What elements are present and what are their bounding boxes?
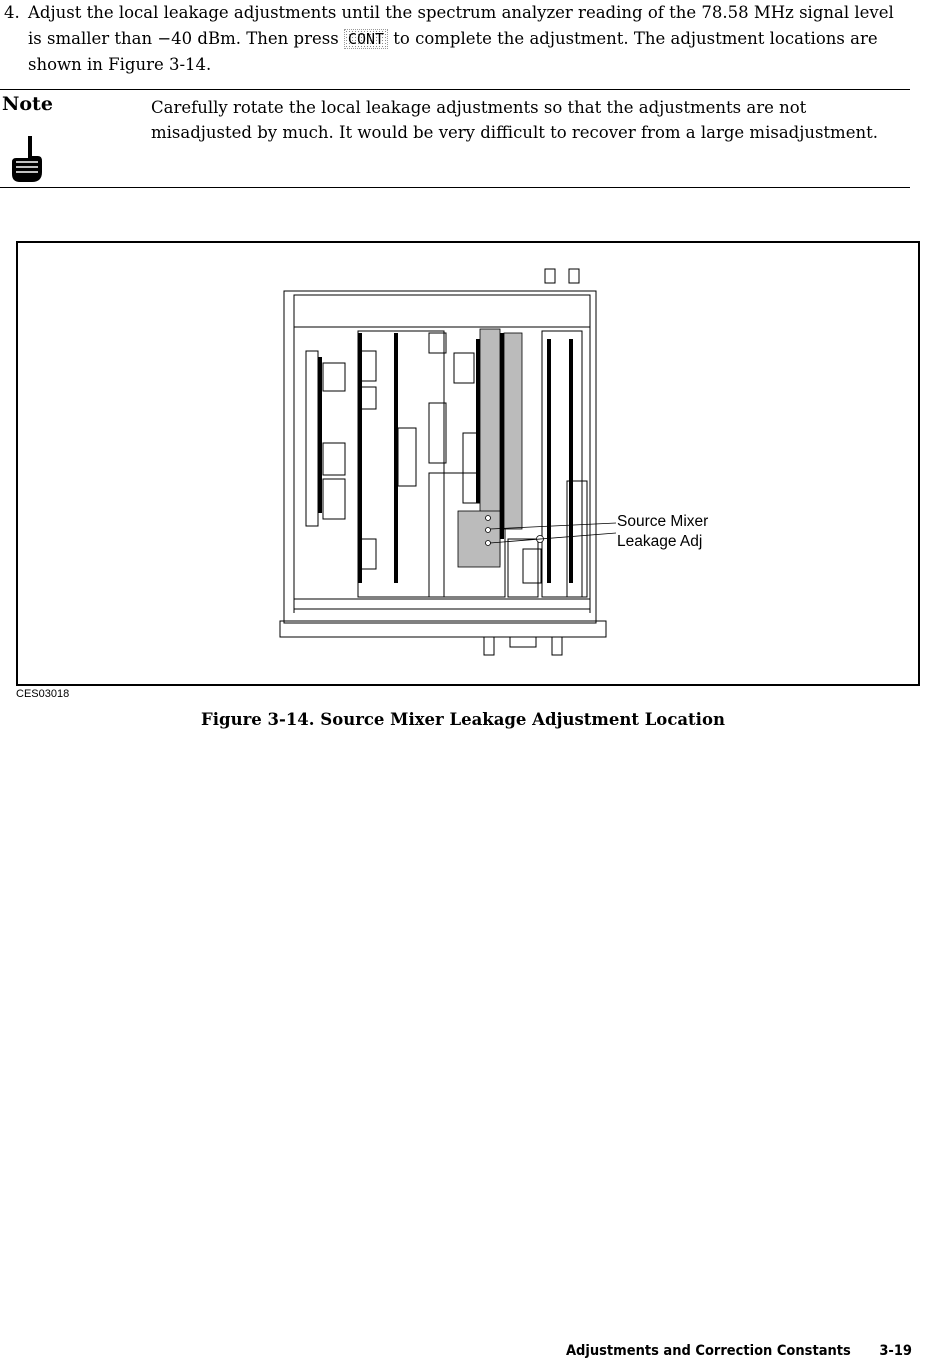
step-number: 4. <box>4 3 20 22</box>
note-top-rule <box>0 89 910 90</box>
drawing-id: CES03018 <box>16 688 70 700</box>
step-text-before: Adjust the local leakage adjustments unt… <box>28 3 894 48</box>
callout-line-1: Source Mixer <box>617 513 709 530</box>
page-footer: Adjustments and Correction Constants 3-1… <box>566 1343 912 1359</box>
pointing-hand-icon <box>12 136 42 182</box>
note-label: Note <box>2 93 53 115</box>
step-text: Adjust the local leakage adjustments unt… <box>28 0 904 78</box>
step-4: 4. Adjust the local leakage adjustments … <box>4 0 904 78</box>
cont-softkey: CONT <box>343 29 389 49</box>
page-number: 3-19 <box>879 1343 912 1359</box>
callout-label: Source Mixer Leakage Adj <box>617 512 708 552</box>
instrument-top-view-drawing <box>279 268 617 656</box>
footer-section: Adjustments and Correction Constants <box>565 1343 851 1359</box>
note-bottom-rule <box>0 187 910 188</box>
figure-caption: Figure 3-14. Source Mixer Leakage Adjust… <box>201 710 725 729</box>
figure-frame: Source Mixer Leakage Adj <box>16 241 920 686</box>
callout-line-2: Leakage Adj <box>617 533 703 550</box>
note-text: Carefully rotate the local leakage adjus… <box>151 98 878 142</box>
step-text-after: to complete the adjustment. The adjustme… <box>28 29 878 74</box>
